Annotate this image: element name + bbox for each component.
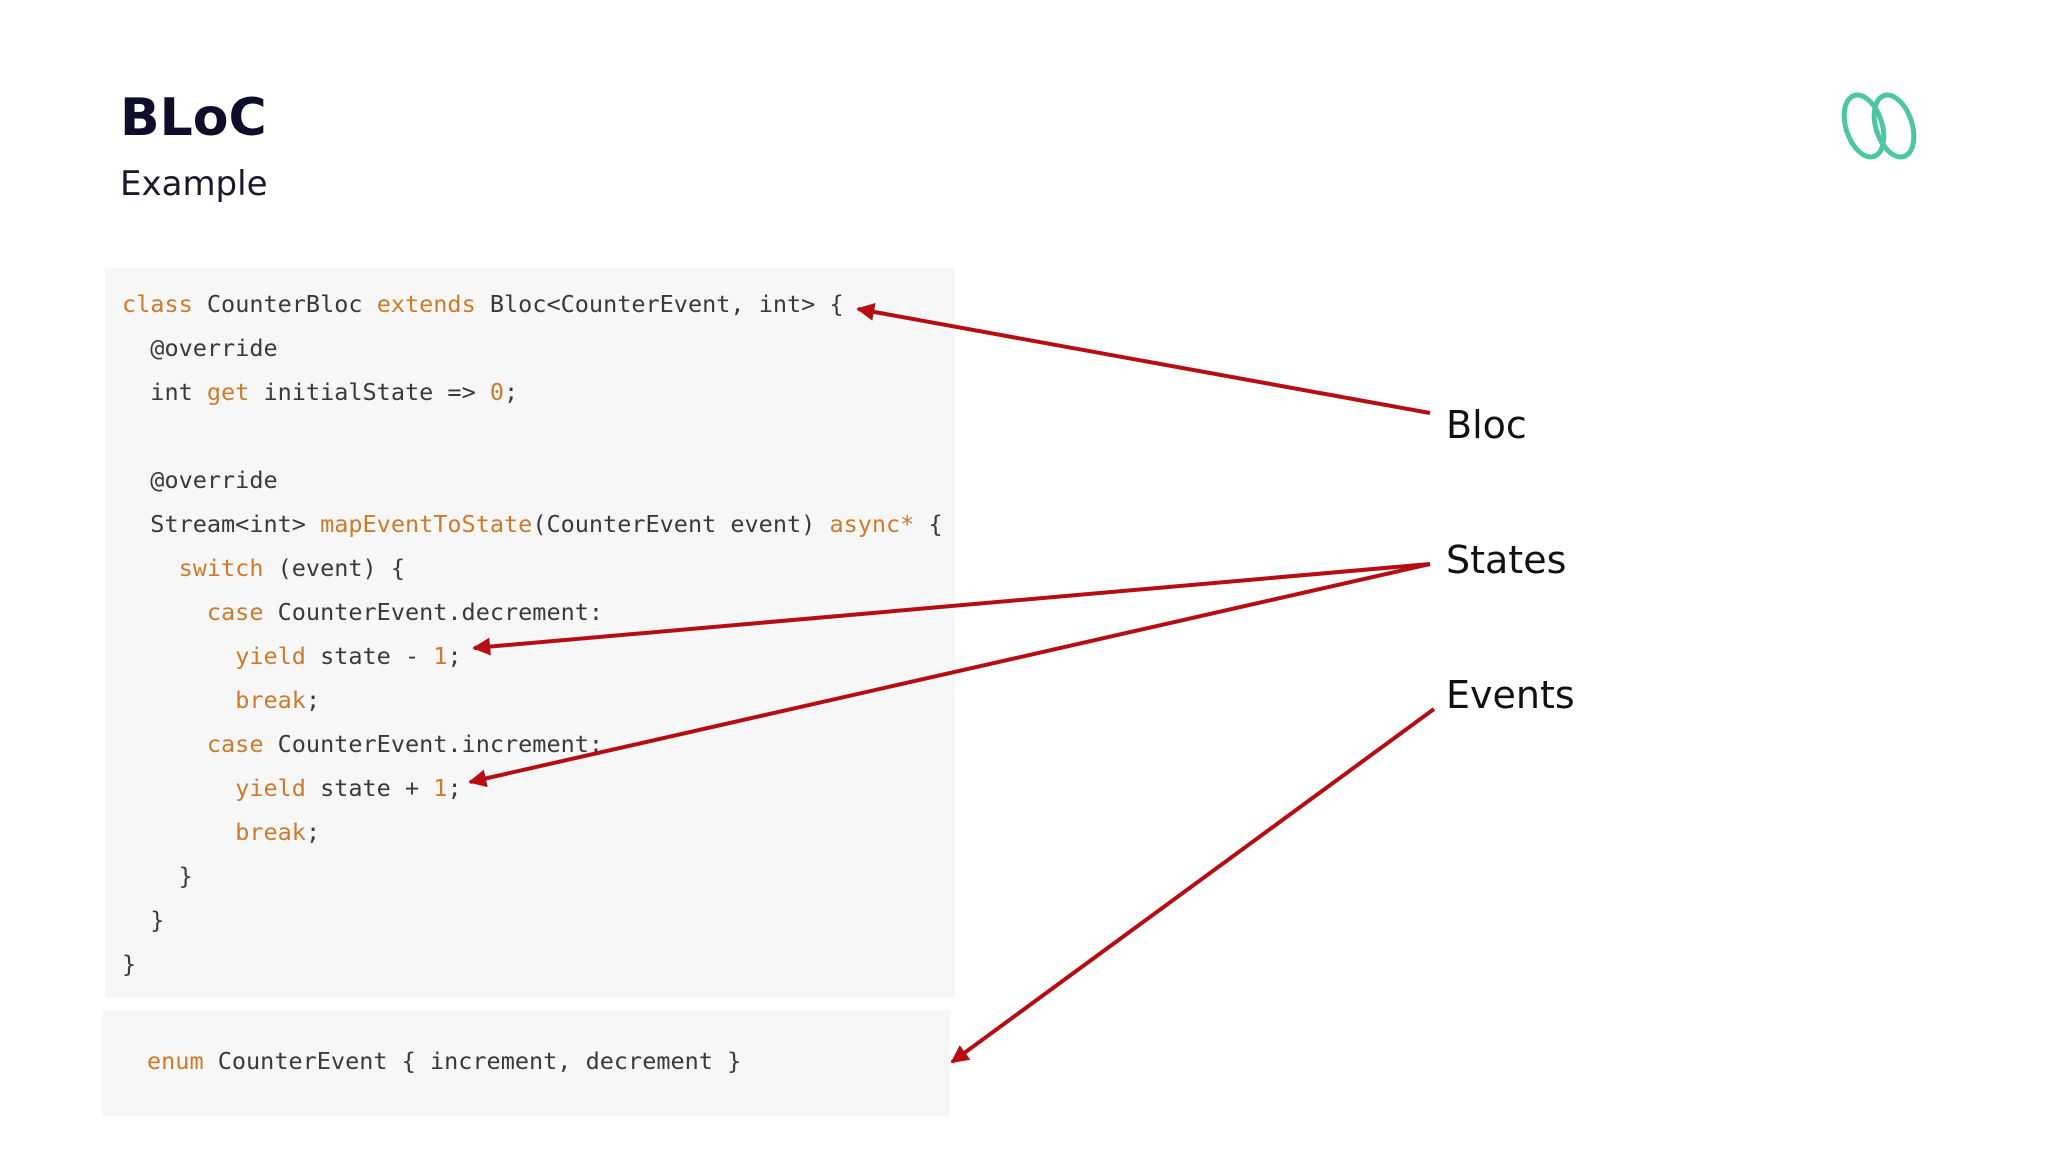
arrow-events <box>950 707 1436 1064</box>
enum-code-block <box>102 1010 950 1116</box>
code-text: ; <box>305 818 321 846</box>
code-keyword: yield <box>235 774 306 802</box>
code-line: int get initialState => 0; <box>122 378 519 406</box>
slide-subtitle: Example <box>120 164 268 204</box>
code-line: yield state + 1; <box>122 774 462 802</box>
code-keyword: get <box>206 378 250 406</box>
code-keyword: 1 <box>433 642 448 670</box>
code-keyword: enum <box>147 1047 204 1075</box>
code-keyword: class <box>122 290 193 318</box>
code-text: initialState => <box>249 378 490 406</box>
code-text: ; <box>447 774 462 802</box>
code-text: (CounterEvent event) <box>532 510 830 538</box>
code-keyword: yield <box>235 642 306 670</box>
code-text: Stream<int> <box>122 510 321 538</box>
arrow-states-decrement <box>472 562 1431 656</box>
code-keyword: async* <box>829 510 915 538</box>
label-states: States <box>1446 538 1567 582</box>
code-line: break; <box>122 818 321 846</box>
code-text: CounterEvent.decrement: <box>263 598 604 626</box>
arrow-states-increment <box>468 562 1431 788</box>
code-text: int <box>122 378 207 406</box>
code-text: } <box>122 906 165 934</box>
code-keyword: 0 <box>489 378 505 406</box>
code-keyword: case <box>206 598 264 626</box>
code-line: Stream<int> mapEventToState(CounterEvent… <box>122 510 943 538</box>
label-bloc: Bloc <box>1446 403 1527 447</box>
code-text: @override <box>122 334 278 362</box>
code-keyword: mapEventToState <box>320 510 533 538</box>
code-line: class CounterBloc extends Bloc<CounterEv… <box>122 290 844 318</box>
code-line: @override <box>122 466 278 494</box>
code-keyword: break <box>235 818 306 846</box>
code-line: } <box>122 950 137 978</box>
code-text: @override <box>122 466 278 494</box>
slide-title: BLoC <box>120 88 267 148</box>
code-text: ; <box>305 686 321 714</box>
code-text: Bloc<CounterEvent, int> { <box>475 290 844 318</box>
code-text: state + <box>305 774 434 802</box>
code-keyword: extends <box>376 290 476 318</box>
label-events: Events <box>1446 673 1575 717</box>
code-keyword: case <box>206 730 264 758</box>
code-line: } <box>122 862 193 890</box>
code-keyword: break <box>235 686 306 714</box>
code-text: ; <box>504 378 519 406</box>
code-text: CounterBloc <box>192 290 377 318</box>
code-line: switch (event) { <box>122 554 405 582</box>
code-text: } <box>122 862 193 890</box>
code-text: CounterEvent { increment, decrement } <box>203 1047 742 1075</box>
code-text: ; <box>447 642 462 670</box>
enum-code-line: enum CounterEvent { increment, decrement… <box>147 1047 742 1075</box>
code-block <box>105 268 955 998</box>
code-line: case CounterEvent.increment: <box>122 730 604 758</box>
code-line: yield state - 1; <box>122 642 462 670</box>
code-text: state - <box>305 642 434 670</box>
code-line: @override <box>122 334 278 362</box>
code-text: (event) { <box>263 554 405 582</box>
brand-logo-icon <box>1841 92 1917 160</box>
code-keyword: switch <box>178 554 264 582</box>
arrow-bloc <box>856 303 1431 415</box>
code-line: case CounterEvent.decrement: <box>122 598 604 626</box>
code-text: { <box>914 510 943 538</box>
code-text: CounterEvent.increment: <box>263 730 604 758</box>
code-text: } <box>122 950 137 978</box>
code-keyword: 1 <box>433 774 448 802</box>
code-line: } <box>122 906 165 934</box>
code-line: break; <box>122 686 321 714</box>
